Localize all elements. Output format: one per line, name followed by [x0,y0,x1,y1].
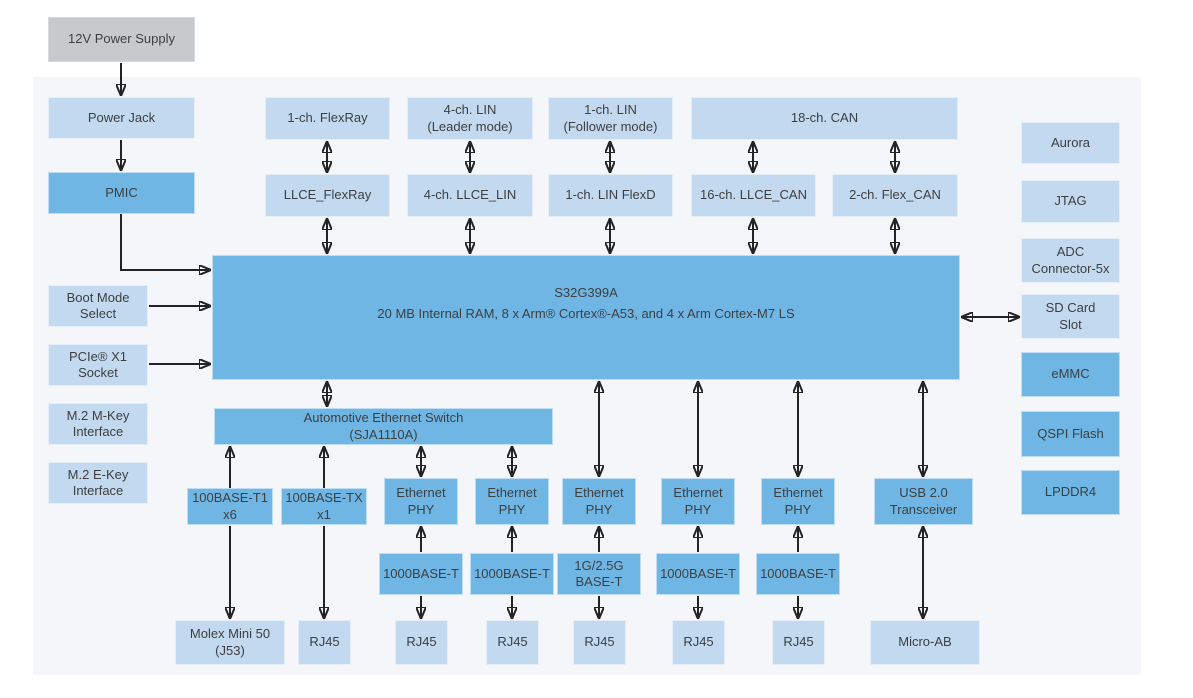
block-100base-tx-x1: 100BASE-TX x1 [281,488,367,525]
block-4ch-llce-lin: 4-ch. LLCE_LIN [407,174,533,217]
block-micro-ab: Micro-AB [870,620,980,665]
block-lpddr4: LPDDR4 [1021,470,1120,515]
soc-subtitle: 20 MB Internal RAM, 8 x Arm® Cortex®-A53… [377,305,795,321]
block-qspi-flash: QSPI Flash [1021,411,1120,457]
block-rj45-1: RJ45 [298,620,351,665]
block-1ch-lin-flexd: 1-ch. LIN FlexD [548,174,673,217]
soc-title: S32G399A [554,285,618,301]
block-llce-flexray: LLCE_FlexRay [265,174,390,217]
block-ethernet-phy-3: Ethernet PHY [562,478,636,525]
block-emmc: eMMC [1021,352,1120,397]
block-1000base-t-3: 1000BASE-T [656,553,740,595]
block-4ch-lin-leader: 4-ch. LIN (Leader mode) [407,97,533,140]
block-16ch-llce-can: 16-ch. LLCE_CAN [691,174,816,217]
block-ethernet-phy-2: Ethernet PHY [475,478,549,525]
block-2ch-flex-can: 2-ch. Flex_CAN [832,174,958,217]
block-usb-20-transceiver: USB 2.0 Transceiver [874,478,973,525]
block-ethernet-phy-5: Ethernet PHY [761,478,835,525]
block-rj45-6: RJ45 [772,620,825,665]
block-s32g399a-soc: S32G399A 20 MB Internal RAM, 8 x Arm® Co… [212,255,960,380]
block-pcie-x1-socket: PCIe® X1 Socket [48,344,148,386]
block-ethernet-phy-1: Ethernet PHY [384,478,458,525]
block-1000base-t-1: 1000BASE-T [379,553,463,595]
block-1ch-lin-follower: 1-ch. LIN (Follower mode) [548,97,673,140]
block-ethernet-phy-4: Ethernet PHY [661,478,735,525]
block-18ch-can: 18-ch. CAN [691,97,958,140]
block-sd-card-slot: SD Card Slot [1021,294,1120,339]
block-rj45-5: RJ45 [672,620,725,665]
block-rj45-3: RJ45 [486,620,539,665]
block-pmic: PMIC [48,172,195,214]
block-1000base-t-2: 1000BASE-T [470,553,554,595]
block-1ch-flexray: 1-ch. FlexRay [265,97,390,140]
block-100base-t1-x6: 100BASE-T1 x6 [187,488,273,525]
block-molex-mini-50-j53: Molex Mini 50 (J53) [175,620,285,665]
block-adc-connector-5x: ADC Connector-5x [1021,238,1120,283]
block-m2-e-key-interface: M.2 E-Key Interface [48,462,148,504]
block-12v-power-supply: 12V Power Supply [48,17,195,62]
block-1g-25g-base-t: 1G/2.5G BASE-T [557,553,641,595]
block-1000base-t-4: 1000BASE-T [756,553,840,595]
block-jtag: JTAG [1021,180,1120,223]
block-aurora: Aurora [1021,122,1120,164]
block-boot-mode-select: Boot Mode Select [48,285,148,327]
block-power-jack: Power Jack [48,97,195,139]
block-rj45-2: RJ45 [395,620,448,665]
block-rj45-4: RJ45 [573,620,626,665]
block-automotive-ethernet-switch: Automotive Ethernet Switch (SJA1110A) [214,408,553,445]
block-m2-m-key-interface: M.2 M-Key Interface [48,403,148,445]
